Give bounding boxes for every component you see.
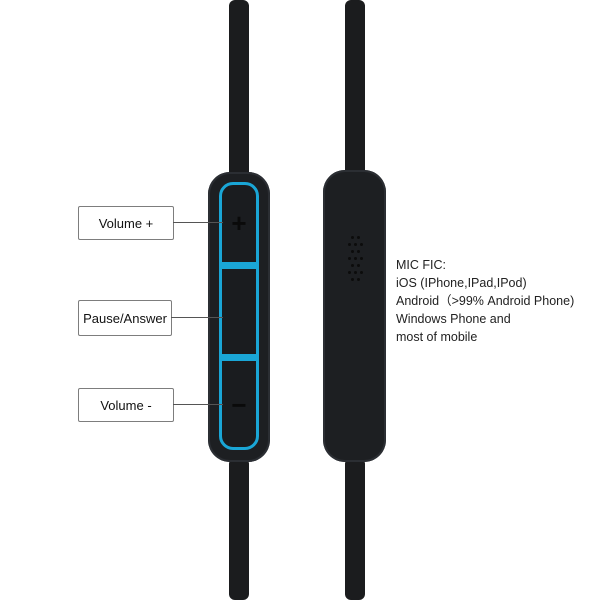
mic-hole — [360, 257, 363, 260]
mic-line-4: Windows Phone and — [396, 312, 511, 326]
mic-hole — [357, 236, 360, 239]
mic-hole — [351, 236, 354, 239]
mic-hole — [348, 271, 351, 274]
mic-hole — [360, 243, 363, 246]
microphone-holes-icon — [343, 236, 367, 286]
volume-down-connector — [173, 404, 223, 405]
mic-hole — [351, 250, 354, 253]
button-divider-top — [222, 262, 256, 269]
right-cable-bottom — [345, 458, 365, 600]
mic-hole — [354, 271, 357, 274]
button-panel-outline — [219, 182, 259, 450]
mic-hole — [348, 257, 351, 260]
mic-hole — [360, 271, 363, 274]
volume-down-label: Volume - — [78, 388, 174, 422]
control-remote: + − — [208, 172, 270, 462]
pause-answer-button[interactable] — [224, 272, 254, 352]
mic-hole — [357, 278, 360, 281]
mic-hole — [357, 264, 360, 267]
mic-hole — [348, 243, 351, 246]
pause-answer-label: Pause/Answer — [78, 300, 172, 336]
mic-hole — [351, 264, 354, 267]
mic-hole — [354, 243, 357, 246]
mic-line-3: Android（>99% Android Phone) — [396, 294, 575, 308]
volume-up-button[interactable]: + — [231, 208, 247, 238]
mic-hole — [351, 278, 354, 281]
microphone-module — [323, 170, 386, 462]
mic-line-2: iOS (IPhone,IPad,IPod) — [396, 276, 527, 290]
left-cable-bottom — [229, 458, 249, 600]
volume-up-connector — [173, 222, 223, 223]
mic-line-5: most of mobile — [396, 330, 478, 344]
volume-down-button[interactable]: − — [231, 390, 247, 420]
left-cable-top — [229, 0, 249, 178]
button-divider-bottom — [222, 354, 256, 361]
mic-hole — [357, 250, 360, 253]
mic-hole — [354, 257, 357, 260]
mic-line-1: MIC FIC: — [396, 258, 446, 272]
right-cable-top — [345, 0, 365, 176]
pause-answer-connector — [171, 317, 223, 318]
volume-up-label: Volume + — [78, 206, 174, 240]
